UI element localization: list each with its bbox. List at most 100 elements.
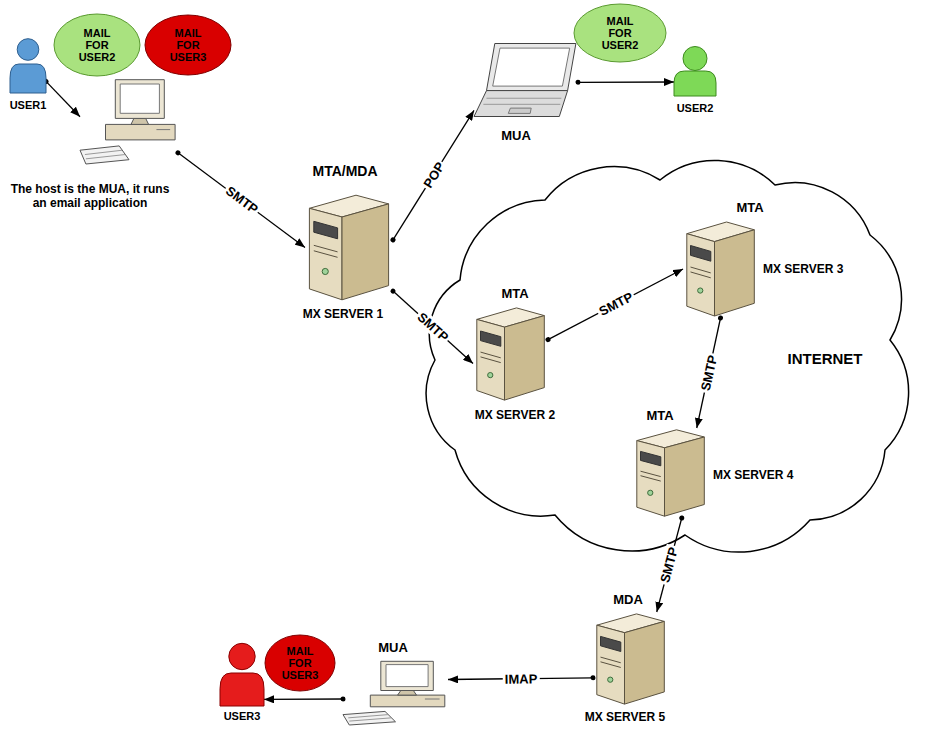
- server-bay: [481, 331, 501, 346]
- internet-cloud: INTERNETMTAMX SERVER 2MTAMX SERVER 3MTAM…: [410, 155, 922, 560]
- connector-arrow: [264, 698, 343, 700]
- server-front: [637, 441, 665, 517]
- pc-stand: [131, 118, 149, 124]
- protocol-label: SMTP: [594, 288, 637, 320]
- laptop-pad: [508, 108, 531, 113]
- pc-screen: [120, 84, 159, 113]
- connector-arrow: [393, 110, 474, 239]
- laptop-base: [474, 91, 568, 117]
- mail-ellipse: MAIL FOR USER3: [264, 634, 336, 692]
- mx-server: MTAMX SERVER 3: [683, 220, 758, 318]
- server-bay: [314, 221, 338, 239]
- laptop-outline: [474, 42, 578, 118]
- node-label: MUA: [501, 128, 531, 144]
- server-front: [309, 208, 342, 299]
- server-slot: [314, 251, 338, 258]
- ellipse-label: MAIL FOR USER2: [597, 15, 643, 51]
- server-bay: [641, 451, 661, 465]
- server-slot: [481, 352, 501, 358]
- laptop-screen: [493, 48, 570, 86]
- person-head: [683, 47, 707, 71]
- server-side: [342, 204, 389, 300]
- mx-server: MTAMX SERVER 4: [633, 428, 708, 518]
- ellipse-label: MAIL FOR USER2: [74, 27, 120, 63]
- server-outline: [633, 428, 708, 518]
- ellipse-shape: [265, 635, 335, 691]
- pc-stand: [398, 691, 417, 696]
- user-icon: USER3: [220, 640, 264, 706]
- server-slot: [314, 245, 338, 252]
- person-body: [674, 71, 716, 96]
- pc-screen: [386, 665, 428, 687]
- server-side: [505, 316, 545, 401]
- server-outline: [305, 193, 393, 302]
- server-slot: [691, 267, 711, 273]
- pc-outline: [80, 78, 178, 164]
- pc-drive: [156, 129, 170, 130]
- role-heading: MDA: [613, 592, 643, 608]
- keyboard-row: [349, 718, 391, 721]
- node-label: USER3: [224, 710, 261, 723]
- ellipse-label: MAIL FOR USER3: [165, 27, 211, 63]
- node-label: MX SERVER 3: [763, 262, 843, 276]
- server-front: [597, 625, 625, 704]
- server-slot: [481, 357, 501, 363]
- pc-keyboard: [80, 146, 129, 164]
- user-icon: USER2: [674, 46, 716, 96]
- keyboard-row: [85, 150, 122, 154]
- client-computer: MUA: [343, 660, 448, 725]
- power-light: [608, 677, 613, 682]
- power-light: [322, 268, 328, 274]
- person-outline: [674, 46, 716, 96]
- keyboard-row: [348, 715, 388, 718]
- connector-arrow: [46, 81, 80, 116]
- mail-ellipse: MAIL FOR USER3: [144, 14, 232, 76]
- person-body: [10, 64, 46, 93]
- connector-arrow: [448, 678, 593, 680]
- connector-arrow: [393, 291, 473, 364]
- host-computer: The host is the MUA, it runs an email ap…: [80, 78, 178, 164]
- server-slot: [641, 476, 661, 481]
- node-label: The host is the MUA, it runs an email ap…: [4, 182, 176, 211]
- server-side: [715, 230, 755, 316]
- protocol-label: POP: [419, 158, 448, 193]
- server-outline: [473, 306, 548, 402]
- pc-outline: [343, 660, 448, 725]
- connector-arrow: [178, 153, 305, 248]
- mail-ellipse: MAIL FOR USER2: [53, 13, 141, 77]
- server-slot: [601, 657, 621, 663]
- server-bay: [691, 246, 711, 262]
- node-label: MUA: [378, 640, 408, 656]
- user-icon: USER1: [10, 35, 46, 93]
- server-slot: [691, 272, 711, 278]
- pc-monitor: [381, 661, 434, 690]
- server-side: [665, 437, 705, 516]
- server-bay: [601, 636, 621, 651]
- mx-server: MTA/MDAMX SERVER 1: [305, 193, 393, 302]
- server-outline: [683, 220, 758, 318]
- protocol-label: IMAP: [502, 671, 539, 686]
- ellipse-shape: [574, 4, 666, 62]
- keyboard-row: [86, 155, 125, 159]
- person-body: [220, 673, 264, 706]
- node-label: USER2: [677, 102, 714, 115]
- cloud-outline: [426, 160, 908, 552]
- protocol-label: SMTP: [697, 352, 720, 394]
- connector-arrow: [657, 518, 682, 612]
- server-front: [477, 319, 505, 400]
- pc-monitor: [115, 80, 164, 119]
- node-label: USER1: [10, 99, 47, 112]
- role-heading: MTA/MDA: [312, 163, 377, 180]
- person-outline: [220, 640, 264, 706]
- server-front: [687, 234, 715, 316]
- node-label: MX SERVER 4: [713, 468, 793, 482]
- node-label: MX SERVER 5: [585, 710, 665, 724]
- mail-ellipse: MAIL FOR USER2: [573, 3, 667, 63]
- server-slot: [641, 471, 661, 476]
- role-heading: MTA: [501, 286, 528, 302]
- person-head: [17, 39, 39, 61]
- laptop-client: MUA: [474, 42, 578, 118]
- node-label: MX SERVER 2: [475, 408, 555, 422]
- keyboard-row: [486, 98, 561, 99]
- ellipse-shape: [54, 14, 140, 76]
